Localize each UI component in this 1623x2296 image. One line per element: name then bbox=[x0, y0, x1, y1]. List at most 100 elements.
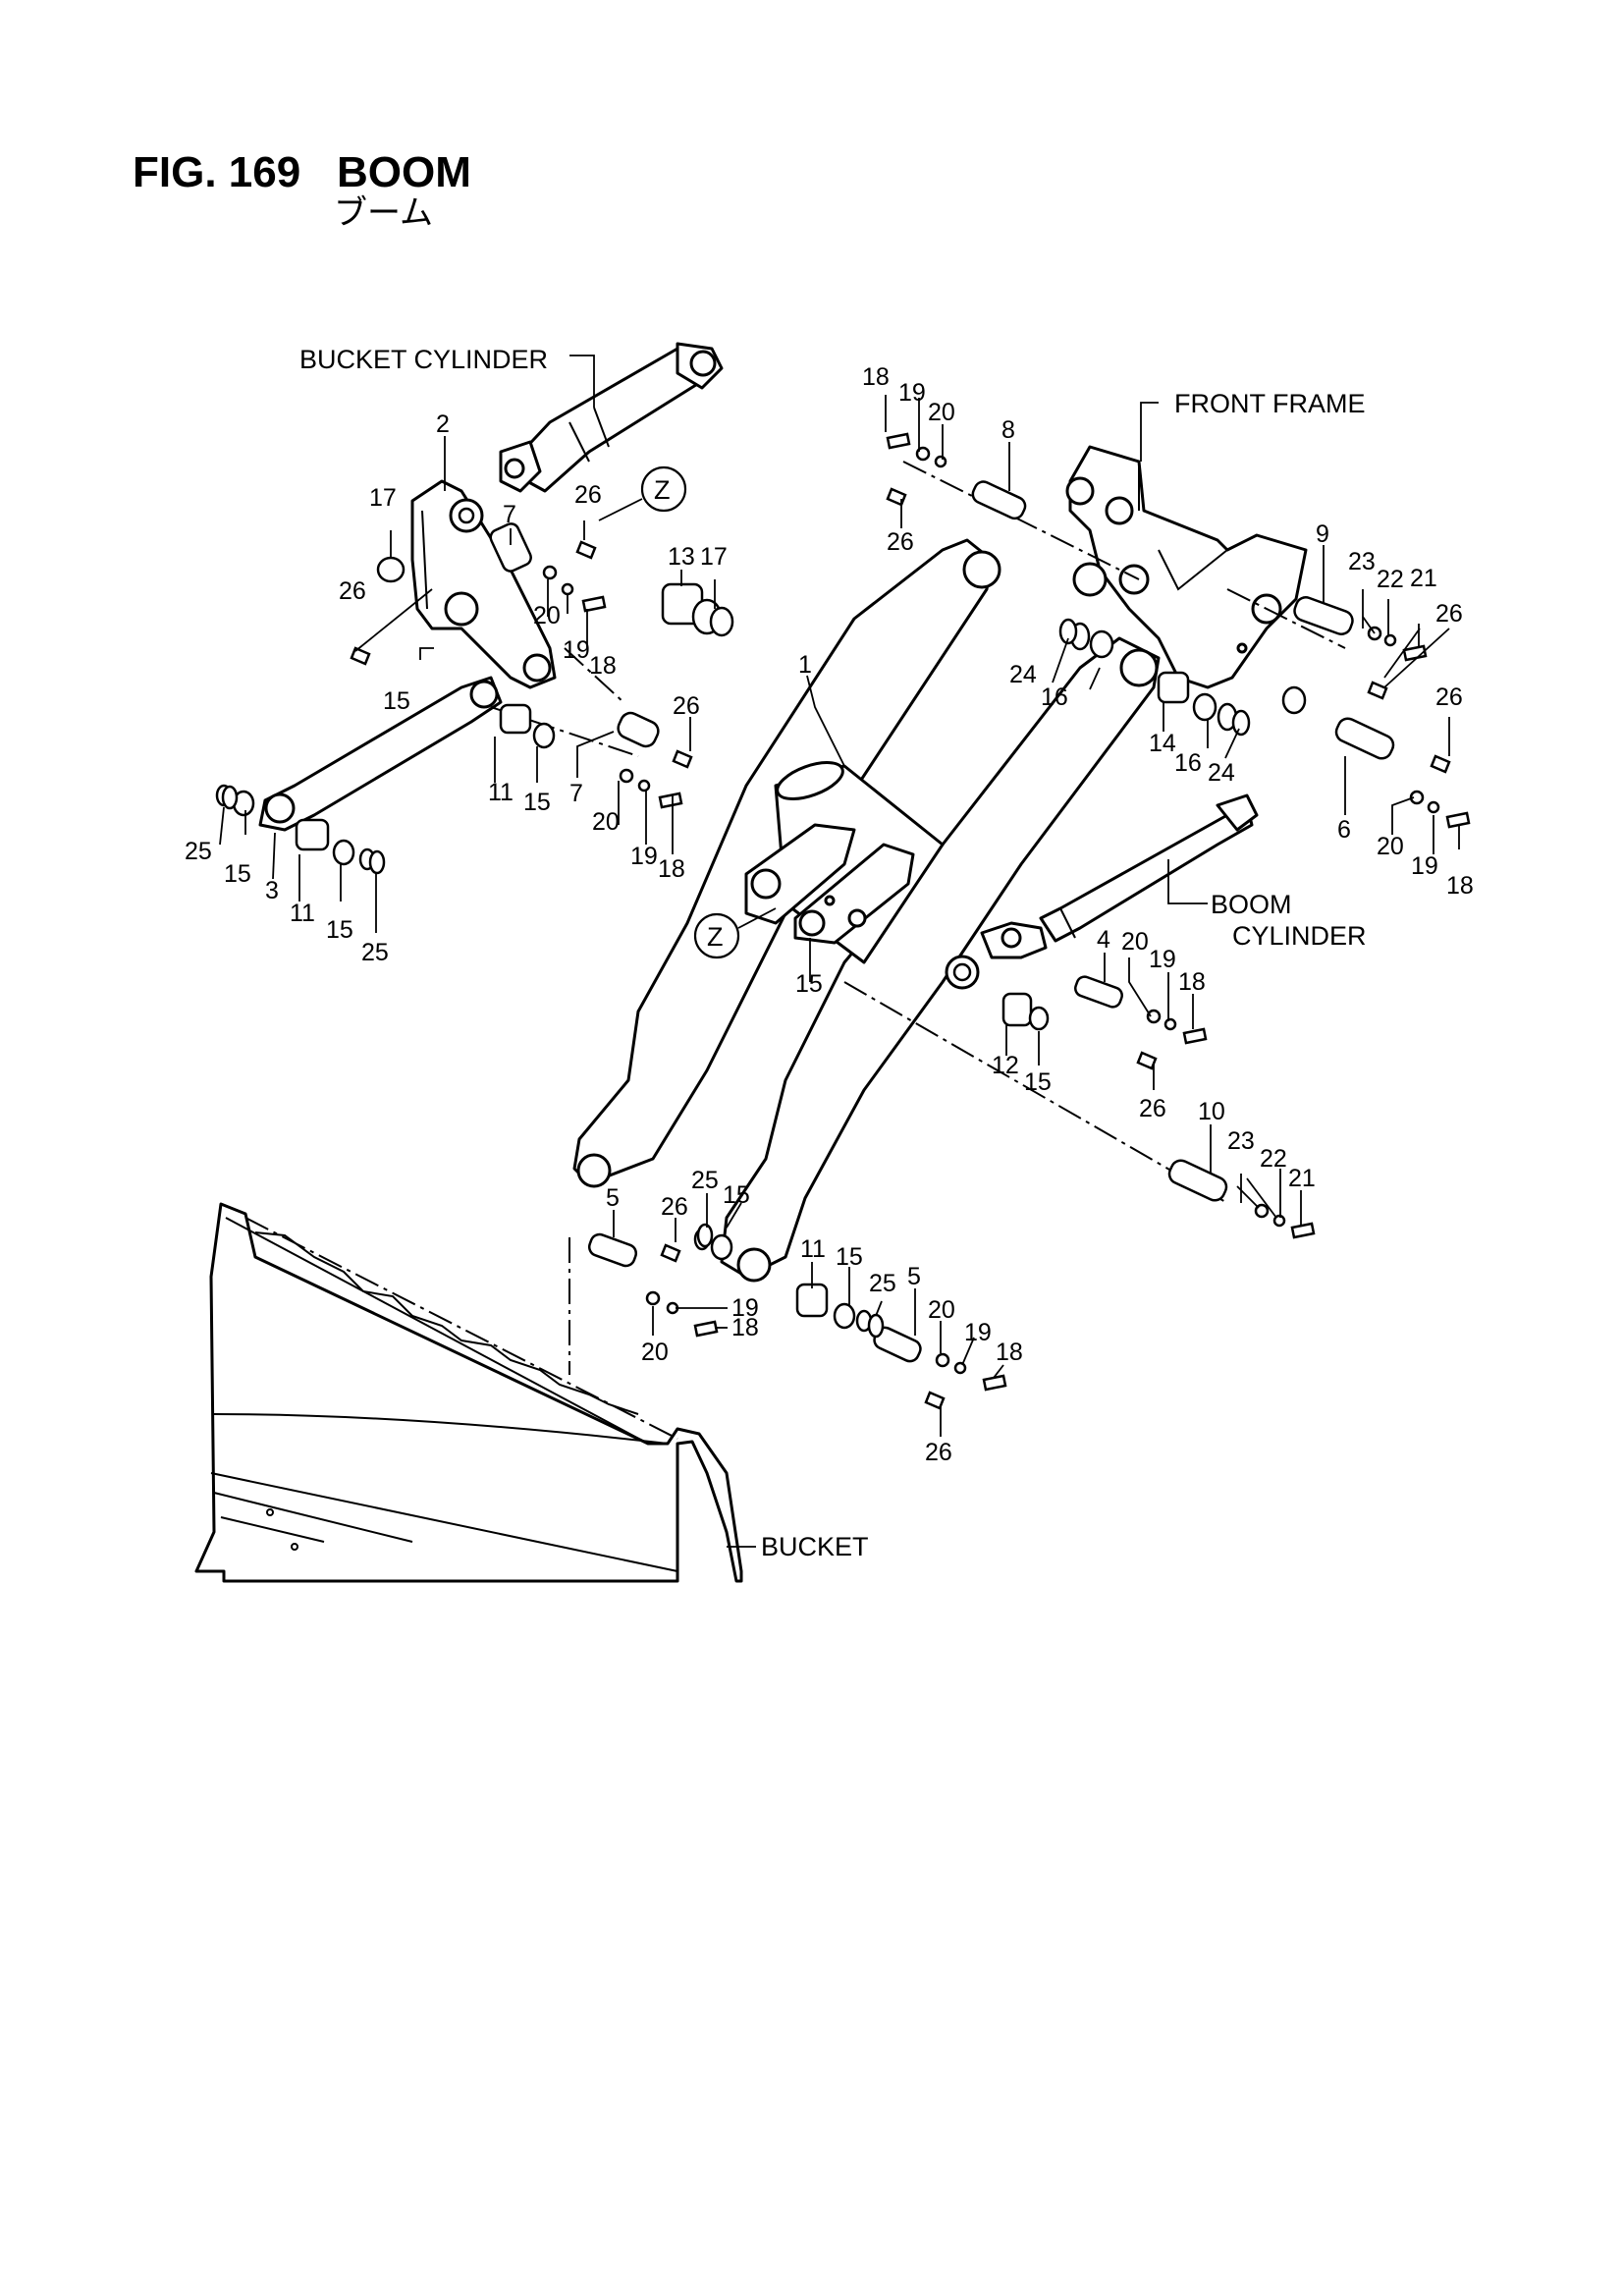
callout-7-lower: 7 bbox=[569, 780, 583, 807]
callout-15-b: 15 bbox=[523, 789, 551, 816]
callout-9: 9 bbox=[1316, 520, 1329, 548]
callout-numbers: 1 2 3 4 5 5 6 7 7 8 9 10 11 11 11 12 13 … bbox=[185, 363, 1474, 1466]
callout-16-a: 16 bbox=[1041, 683, 1068, 711]
callout-22-b: 22 bbox=[1260, 1145, 1287, 1173]
label-boom-cylinder-2: CYLINDER bbox=[1232, 921, 1367, 951]
callout-26-c: 26 bbox=[673, 692, 700, 720]
callout-23-b: 23 bbox=[1227, 1127, 1255, 1155]
callout-20-d: 20 bbox=[1377, 833, 1404, 860]
callout-19-c: 19 bbox=[898, 379, 926, 407]
callout-17-right: 17 bbox=[700, 543, 728, 571]
callout-19-f: 19 bbox=[731, 1294, 759, 1322]
callout-17-left: 17 bbox=[369, 484, 397, 512]
callout-19-b: 19 bbox=[630, 843, 658, 870]
callout-19-a: 19 bbox=[563, 636, 590, 664]
callout-3: 3 bbox=[265, 877, 279, 904]
callout-19-g: 19 bbox=[964, 1319, 992, 1346]
callout-18-f: 18 bbox=[731, 1314, 759, 1341]
boom-cylinder: BOOM CYLINDER bbox=[980, 793, 1367, 959]
link-rod bbox=[258, 676, 503, 832]
callout-6: 6 bbox=[1337, 816, 1351, 844]
callout-4: 4 bbox=[1097, 926, 1110, 954]
callout-18-d: 18 bbox=[1446, 872, 1474, 900]
callout-26-e: 26 bbox=[1435, 600, 1463, 628]
label-front-frame: FRONT FRAME bbox=[1174, 389, 1366, 418]
callout-11-left: 11 bbox=[290, 900, 315, 927]
callout-20-e: 20 bbox=[1121, 928, 1149, 956]
callout-15-f: 15 bbox=[1024, 1068, 1052, 1096]
callout-18-g: 18 bbox=[996, 1339, 1023, 1366]
callout-26-b: 26 bbox=[574, 481, 602, 509]
callout-26-h: 26 bbox=[661, 1193, 688, 1221]
callout-5-left: 5 bbox=[606, 1184, 620, 1212]
bellcrank-link bbox=[410, 479, 557, 689]
callout-25-a: 25 bbox=[185, 838, 212, 865]
callout-25-b: 25 bbox=[361, 939, 389, 966]
figure-name: BOOM bbox=[337, 148, 471, 196]
callout-20-b: 20 bbox=[592, 808, 620, 836]
callout-24-a: 24 bbox=[1009, 661, 1037, 688]
callout-21-b: 21 bbox=[1288, 1165, 1316, 1192]
centerline-front-right bbox=[1226, 588, 1346, 649]
front-frame: FRONT FRAME bbox=[1065, 389, 1366, 689]
callout-15-d: 15 bbox=[326, 916, 353, 944]
callout-20-a: 20 bbox=[533, 602, 561, 629]
callout-15-c: 15 bbox=[224, 860, 251, 888]
label-bucket-cylinder: BUCKET CYLINDER bbox=[299, 345, 548, 374]
callout-20-f: 20 bbox=[641, 1339, 669, 1366]
bucket-cylinder: BUCKET CYLINDER bbox=[299, 342, 724, 493]
callout-26-f: 26 bbox=[1435, 683, 1463, 711]
figure-subtitle: ブーム bbox=[334, 193, 433, 233]
callout-26-i: 26 bbox=[925, 1439, 952, 1466]
centerline-link bbox=[490, 706, 639, 757]
callout-12: 12 bbox=[992, 1052, 1019, 1079]
callout-5-right: 5 bbox=[907, 1263, 921, 1290]
hardware bbox=[215, 432, 1471, 1410]
callout-20-g: 20 bbox=[928, 1296, 955, 1324]
figure-number: FIG. 169 bbox=[133, 148, 300, 196]
callout-25-d: 25 bbox=[869, 1270, 896, 1297]
callout-15-e: 15 bbox=[795, 970, 823, 998]
callout-15-a: 15 bbox=[383, 687, 410, 715]
detail-marker-upper-text: Z bbox=[654, 475, 671, 505]
callout-18-a: 18 bbox=[589, 652, 617, 680]
callout-22-a: 22 bbox=[1377, 566, 1404, 593]
callout-24-b: 24 bbox=[1208, 759, 1235, 787]
callout-1: 1 bbox=[798, 651, 812, 679]
callout-10: 10 bbox=[1198, 1098, 1225, 1125]
callout-11-bottom: 11 bbox=[800, 1235, 826, 1263]
centerline-bellcrank bbox=[564, 647, 624, 703]
callout-2: 2 bbox=[436, 410, 450, 438]
leader-lines bbox=[219, 395, 1460, 1437]
callout-18-b: 18 bbox=[658, 855, 685, 883]
callout-14: 14 bbox=[1149, 730, 1176, 757]
centerline-boom-pin bbox=[843, 981, 1228, 1204]
detail-marker-lower-text: Z bbox=[707, 922, 724, 952]
callout-18-e: 18 bbox=[1178, 968, 1206, 996]
bucket: BUCKET bbox=[194, 1202, 869, 1583]
callout-13: 13 bbox=[668, 543, 695, 571]
callout-21-a: 21 bbox=[1410, 565, 1437, 592]
label-bucket: BUCKET bbox=[761, 1532, 869, 1561]
callout-7-upper: 7 bbox=[503, 501, 516, 528]
centerline-front-upper bbox=[902, 461, 1140, 580]
callout-26-a: 26 bbox=[339, 577, 366, 605]
callout-20-c: 20 bbox=[928, 399, 955, 426]
callout-8: 8 bbox=[1001, 416, 1015, 444]
callout-26-g: 26 bbox=[1139, 1095, 1166, 1122]
callout-19-e: 19 bbox=[1149, 946, 1176, 973]
callout-26-d: 26 bbox=[887, 528, 914, 556]
callout-23-a: 23 bbox=[1348, 548, 1376, 575]
detail-marker-upper: Z bbox=[598, 465, 687, 521]
callout-15-h: 15 bbox=[836, 1243, 863, 1271]
detail-marker-lower: Z bbox=[693, 907, 777, 959]
label-boom-cylinder-1: BOOM bbox=[1211, 890, 1292, 919]
callout-19-d: 19 bbox=[1411, 852, 1438, 880]
callout-18-c: 18 bbox=[862, 363, 890, 391]
callout-25-c: 25 bbox=[691, 1167, 719, 1194]
callout-11-upper: 11 bbox=[488, 779, 514, 806]
callout-16-b: 16 bbox=[1174, 749, 1202, 777]
boom-arm bbox=[572, 538, 1161, 1283]
callout-15-g: 15 bbox=[723, 1181, 750, 1209]
